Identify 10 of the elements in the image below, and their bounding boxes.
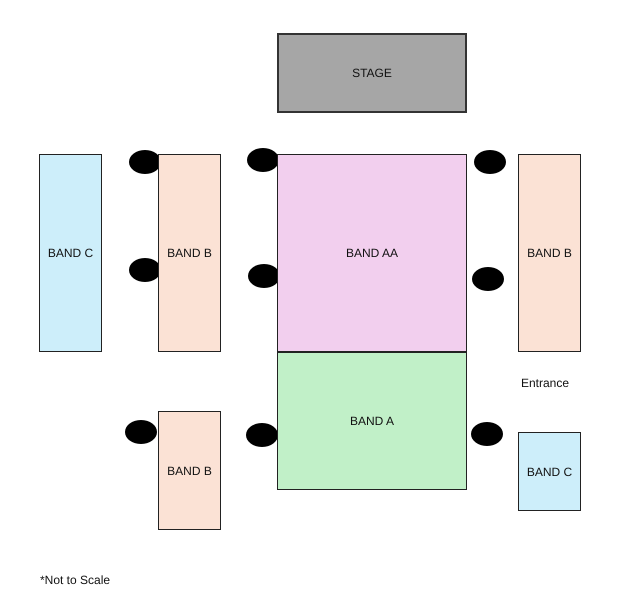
scale-note: *Not to Scale — [40, 573, 110, 587]
seating-block: BAND B — [518, 154, 581, 352]
entrance-label: Entrance — [521, 376, 570, 390]
seating-block: BAND A — [277, 352, 467, 490]
stage-area: STAGE — [277, 33, 467, 113]
seating-block: BAND B — [158, 154, 221, 352]
seating-block: BAND B — [158, 411, 221, 530]
seating-block: BAND C — [518, 432, 581, 511]
seating-block: BAND C — [39, 154, 102, 352]
seating-block: BAND AA — [277, 154, 467, 352]
